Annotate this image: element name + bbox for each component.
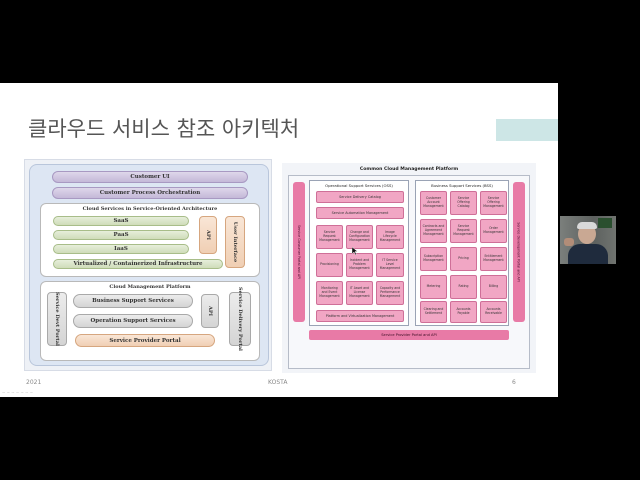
service-automation-management: Service Automation Management [316, 207, 404, 219]
service-provider-portal-layer: Service Provider Portal [75, 334, 215, 347]
bss-title: Business Support Services (BSS) [431, 183, 493, 188]
bss-box: Billing [480, 275, 507, 299]
customer-process-layer: Customer Process Orchestration [52, 187, 248, 199]
bss-group: Business Support Services (BSS) Customer… [415, 180, 509, 326]
ccmp-frame: Service Consumer Portal and API Service … [288, 175, 530, 369]
left-diagram-frame: Customer UI Customer Process Orchestrati… [29, 164, 269, 366]
business-support-services-layer: Business Support Services [73, 294, 193, 308]
bss-box: Accounts Receivable [480, 301, 507, 323]
bss-box: Service Request Management [450, 219, 477, 243]
bss-box: Pricing [450, 247, 477, 271]
bss-box: Customer Account Management [420, 191, 447, 215]
development-portal-side: Service Development Portal and API [513, 182, 525, 322]
footer-year: 2021 [26, 379, 42, 386]
api-box-top: API [199, 216, 217, 254]
cloud-services-title: Cloud Services in Service-Oriented Archi… [82, 206, 218, 212]
bss-box: Rating [450, 275, 477, 299]
cloud-services-panel: Cloud Services in Service-Oriented Archi… [40, 203, 260, 277]
oss-box: Change and Configuration Management [346, 225, 373, 249]
bss-box: Entitlement Management [480, 247, 507, 271]
oss-box: Service Request Management [316, 225, 343, 249]
bss-box: Subscription Management [420, 247, 447, 271]
footer-page-number: 6 [512, 379, 516, 386]
api-box-bottom: API [201, 294, 219, 328]
operation-support-services-layer: Operation Support Services [73, 314, 193, 328]
oss-box: IT Asset and License Management [346, 281, 373, 305]
iaas-layer: IaaS [53, 244, 189, 254]
service-provider-portal-api: Service Provider Portal and API [309, 330, 509, 340]
bss-box: Order Management [480, 219, 507, 243]
bss-box: Metering [420, 275, 447, 299]
cloud-management-platform-panel: Cloud Management Platform Service Devt P… [40, 281, 260, 361]
bss-box: Service Offering Catalog [450, 191, 477, 215]
oss-box: Incident and Problem Management [346, 253, 373, 277]
oss-title: Operational Support Services (OSS) [325, 183, 393, 188]
title-accent-bar [496, 119, 558, 141]
ccmp-title: Common Cloud Management Platform [359, 167, 459, 172]
platform-virtualization-management: Platform and Virtualization Management [316, 310, 404, 322]
slide-title: 클라우드 서비스 참조 아키텍처 [28, 117, 300, 141]
bss-box: Clearing and Settlement [420, 301, 447, 323]
service-delivery-catalog: Service Delivery Catalog [316, 191, 404, 203]
bss-box: Accounts Payable [450, 301, 477, 323]
oss-box: Image Lifecycle Management [376, 225, 404, 249]
presentation-slide: 클라우드 서비스 참조 아키텍처 Customer UI Customer Pr… [0, 83, 558, 397]
oss-box: IT Service Level Management [376, 253, 404, 277]
customer-ui-layer: Customer UI [52, 171, 248, 183]
right-architecture-diagram: Common Cloud Management Platform Service… [282, 163, 536, 373]
paas-layer: PaaS [53, 230, 189, 240]
faint-bottom-text: ~ ~ ~ ~ ~ ~ ~ [2, 390, 34, 395]
virtualized-infrastructure-layer: Virtualized / Containerized Infrastructu… [53, 259, 223, 269]
left-architecture-diagram: Customer UI Customer Process Orchestrati… [24, 159, 272, 371]
cmp-title: Cloud Management Platform [109, 284, 191, 290]
oss-box: Monitoring and Event Management [316, 281, 343, 305]
service-delivery-portal-box: Service Delivery Portal [229, 287, 251, 351]
bss-box: Service Offering Management [480, 191, 507, 215]
oss-group: Operational Support Services (OSS) Servi… [309, 180, 409, 326]
oss-box: Provisioning [316, 253, 343, 277]
user-interface-box: User Interface [225, 216, 245, 268]
mouse-pointer-icon [352, 247, 358, 255]
consumer-portal-side: Service Consumer Portal and API [293, 182, 305, 322]
presenter-webcam [560, 216, 616, 264]
bss-box: Contracts and Agreement Management [420, 219, 447, 243]
footer-organization: KOSTA [268, 379, 288, 386]
service-devt-portal-box: Service Devt Portal [47, 292, 67, 346]
saas-layer: SaaS [53, 216, 189, 226]
oss-box: Capacity and Performance Management [376, 281, 404, 305]
